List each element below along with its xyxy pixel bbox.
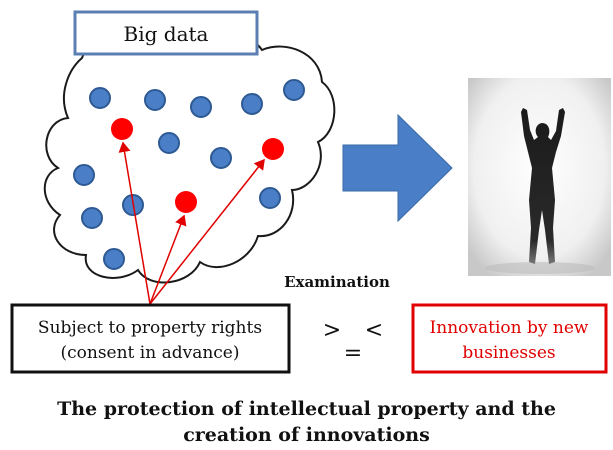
property-rights-line1: Subject to property rights (38, 318, 262, 338)
blue-dot (190, 96, 212, 118)
protected-points (111, 118, 284, 213)
big-data-label: Big data (124, 22, 209, 46)
big-right-arrow (342, 113, 453, 223)
innovation-box (411, 303, 608, 374)
less-than-symbol: < (365, 318, 383, 343)
greater-than-symbol: > (323, 318, 341, 343)
property-rights-line2: (consent in advance) (60, 343, 239, 363)
blue-dot (158, 132, 180, 154)
caption-line2: creation of innovations (183, 424, 430, 446)
blue-dot (73, 164, 95, 186)
blue-dot (283, 79, 305, 101)
blue-dot (81, 207, 103, 229)
property-arrows (118, 141, 265, 305)
innovation-line2: businesses (462, 343, 555, 363)
blue-dot (241, 93, 263, 115)
blue-dot (259, 187, 281, 209)
arrow-line (149, 158, 265, 305)
person-silhouette-icon (521, 108, 565, 264)
red-dot (111, 118, 133, 140)
data-points (73, 79, 305, 270)
examination-label: Examination (284, 273, 390, 291)
success-photo (468, 78, 611, 276)
arrow-line (118, 141, 151, 305)
big-data-cloud (43, 32, 336, 284)
caption-line1: The protection of intellectual property … (57, 398, 556, 420)
blue-dot (144, 89, 166, 111)
blue-dot (210, 147, 232, 169)
blue-dot (89, 87, 111, 109)
caption: The protection of intellectual property … (0, 396, 613, 448)
property-rights-box (10, 303, 291, 374)
arrow-line (149, 214, 187, 305)
red-dot (175, 191, 197, 213)
blue-dot (103, 248, 125, 270)
big-data-box (73, 10, 259, 56)
innovation-line1: Innovation by new (430, 318, 589, 338)
red-dot (262, 138, 284, 160)
equal-symbol: = (344, 341, 362, 366)
